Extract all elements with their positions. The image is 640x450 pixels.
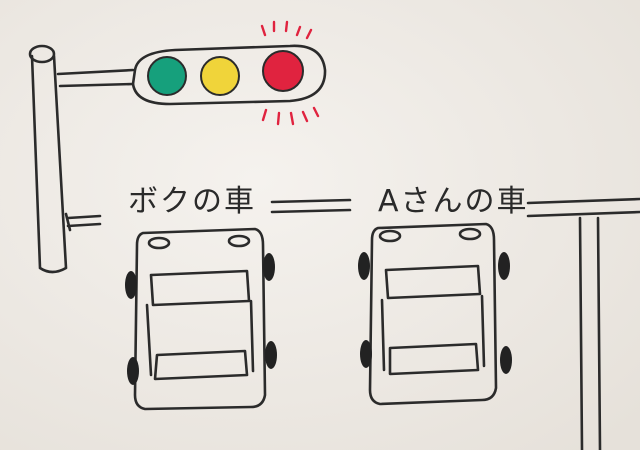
my-car-label: ボクの車 <box>128 184 256 219</box>
right-pole <box>578 216 602 450</box>
red-light-glow-rays <box>260 20 320 126</box>
a-car <box>358 222 512 406</box>
traffic-light <box>131 20 327 126</box>
signal-pole <box>28 44 135 274</box>
road-lines <box>270 197 640 218</box>
a-car-label: Aさんの車 <box>378 184 529 219</box>
green-light <box>147 56 187 96</box>
my-car <box>125 227 277 411</box>
yellow-light <box>200 56 240 96</box>
red-light <box>262 50 304 92</box>
